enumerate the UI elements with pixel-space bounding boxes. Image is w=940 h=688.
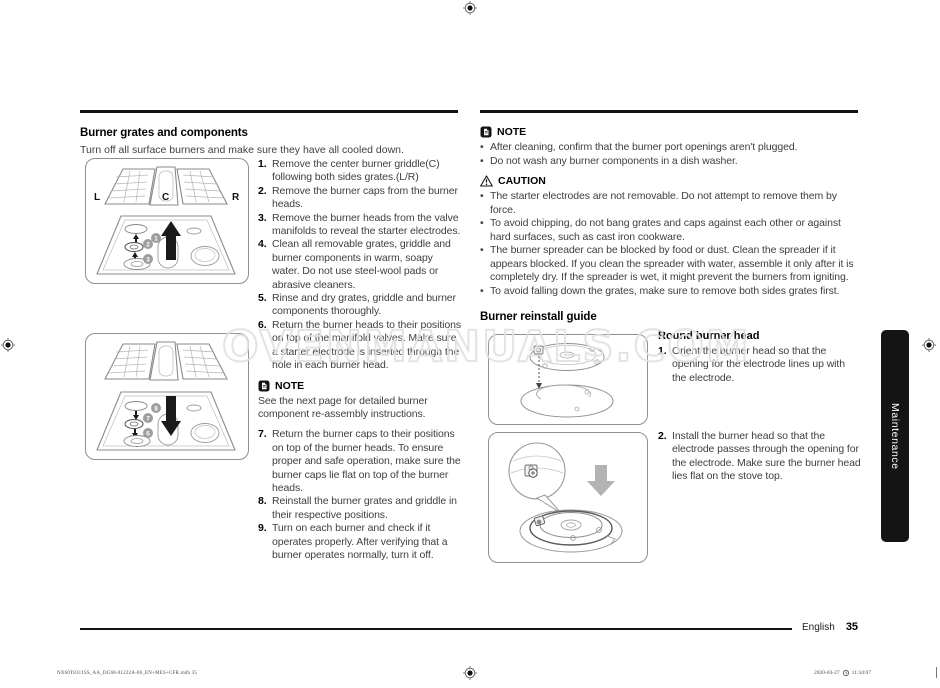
registration-mark-icon [922,338,936,352]
note-icon [258,380,270,391]
step-item: 7. Return the burner caps to their positi… [258,428,461,495]
registration-mark-icon [1,338,15,352]
section-heading: Burner grates and components [80,127,248,139]
step-item: 4. Clean all removable grates, griddle an… [258,238,461,292]
footer-rule [80,628,792,630]
print-filename: NX60T8311SS_AA_DG68-01222A-00_EN+MES+CFR… [57,671,198,676]
caution-bullet: The starter electrodes are not removable… [480,190,860,217]
note-text: See the next page for detailed burner co… [258,394,428,420]
left-steps-column: 1. Remove the center burner griddle(C) fo… [258,158,461,562]
svg-text:2: 2 [146,242,150,249]
step-text: Reinstall the burner grates and griddle … [272,495,457,521]
step-number: 1. [658,345,667,357]
note-label: NOTE [275,379,305,392]
print-time: 11:34:07 [851,670,872,676]
note-icon [480,126,492,138]
note-header: NOTE [258,380,461,392]
step-text: Turn on each burner and check if it oper… [272,522,448,561]
step-text: Remove the burner heads from the valve m… [272,211,461,238]
intro-text: Turn off all surface burners and make su… [80,144,404,156]
svg-text:8: 8 [154,406,158,413]
step-item: 5. Rinse and dry grates, griddle and burn… [258,292,461,319]
step-text: Remove the burner caps from the burner h… [272,184,458,211]
svg-text:7: 7 [146,416,150,423]
note-label: NOTE [497,126,527,138]
step-number: 4. [258,238,267,251]
reinstall-guide-heading: Burner reinstall guide [480,311,597,323]
registration-mark-icon [463,1,477,15]
step-item: 2. Remove the burner caps from the burner… [258,185,461,212]
svg-text:1: 1 [154,236,158,243]
page-number: 35 [845,621,859,633]
step-item: 8. Reinstall the burner grates and griddl… [258,495,461,522]
step-text: Clean all removable grates, griddle and … [272,238,451,291]
section-tab-label: Maintenance [889,402,901,470]
svg-text:R: R [232,192,240,203]
step-text: Return the burner heads to their positio… [272,318,461,372]
step-text: Rinse and dry grates, griddle and burner… [272,292,456,318]
left-column-rule [80,110,458,113]
section-tab-maintenance: Maintenance [881,330,909,542]
round-burner-step: 2. Install the burner head so that the el… [658,430,864,484]
print-timestamp: 2020-03-27 11:34:07 [814,670,871,676]
step-item: 1. Remove the center burner griddle(C) fo… [258,158,461,185]
print-date: 2020-03-27 [814,670,840,676]
svg-text:C: C [162,192,169,203]
step-text: Orient the burner head so that the openi… [672,345,845,384]
grates-removal-illustration: L C R 1 2 3 [94,166,240,275]
round-burner-heading: Round burner head [658,330,760,342]
step-text: Remove the center burner griddle(C) foll… [272,158,440,184]
step-number: 5. [258,292,267,305]
step-number: 6. [258,318,267,331]
caution-bullet: To avoid falling down the grates, make s… [480,285,860,299]
round-burner-orient-diagram [488,334,648,425]
step-number: 2. [258,184,267,197]
note-bullet: Do not wash any burner components in a d… [480,155,860,169]
grates-reinstall-diagram: 8 7 6 [85,333,249,460]
round-burner-install-diagram [488,432,648,563]
right-column: NOTE After cleaning, confirm that the bu… [480,126,860,323]
step-item: 3. Remove the burner heads from the valve… [258,212,461,239]
step-item: 9. Turn on each burner and check if it op… [258,522,461,562]
note-bullet: After cleaning, confirm that the burner … [480,141,860,155]
round-burner-install-illustration [508,442,623,553]
grates-removal-diagram: L C R 1 2 3 [85,158,249,284]
page-number-block: English 35 [802,621,858,633]
caution-icon [480,175,493,187]
page-language: English [802,622,835,633]
svg-text:3: 3 [146,257,150,264]
clock-icon [842,670,849,676]
step-item: 6. Return the burner heads to their posit… [258,319,461,373]
caution-bullet: The burner spreader can be blocked by fo… [480,244,860,285]
step-number: 8. [258,495,267,508]
right-column-rule [480,110,858,113]
step-number: 1. [258,158,267,170]
trim-mark [936,667,937,678]
step-text: Return the burner caps to their position… [272,428,461,494]
note-header: NOTE [480,126,860,138]
grates-reinstall-illustration: 8 7 6 [96,341,236,451]
caution-header: CAUTION [480,175,860,187]
caution-label: CAUTION [498,175,546,187]
registration-mark-icon [463,666,477,680]
round-burner-step: 1. Orient the burner head so that the ope… [658,345,862,385]
step-number: 9. [258,522,267,535]
step-number: 3. [258,211,267,224]
step-number: 2. [658,430,667,442]
step-number: 7. [258,428,267,441]
round-burner-orient-illustration [520,343,614,418]
svg-text:L: L [94,192,100,203]
step-text: Install the burner head so that the elec… [672,430,861,483]
caution-bullet: To avoid chipping, do not bang grates an… [480,217,860,244]
svg-text:6: 6 [146,431,150,438]
